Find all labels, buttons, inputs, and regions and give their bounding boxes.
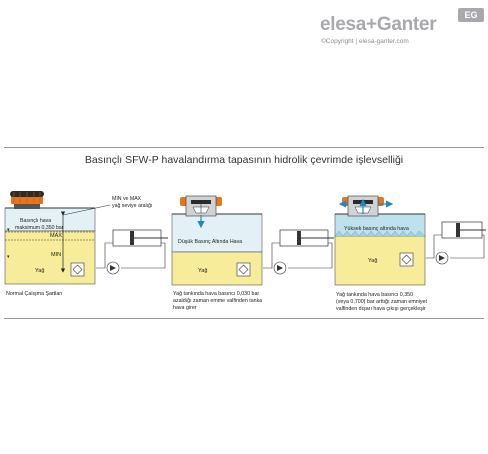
caption-high-1: Yağ tankında hava basıncı 0,350 <box>336 292 413 298</box>
eg-badge: EG <box>458 8 484 22</box>
page-title: Basınçlı SFW-P havalandırma tapasının hi… <box>84 154 404 166</box>
bottom-divider <box>4 318 484 319</box>
hydraulic-cylinder <box>263 229 334 275</box>
elesa-ganter-logo: elesa+Ganter <box>320 14 437 35</box>
range-label-1: MIN ve MAX <box>112 196 142 202</box>
range-label-2: yağ seviye aralığı <box>112 203 152 209</box>
tank-air-zone <box>171 213 263 253</box>
min-marker: ▾ <box>7 254 10 260</box>
max-label: MAX <box>50 233 62 239</box>
oil-label: Yağ <box>35 268 44 274</box>
breather-cap-section <box>180 195 222 217</box>
caption-high-2: (veya 0,700) bar arttığı zaman emniyet <box>336 299 428 305</box>
air-label-2: maksimum 0,350 bar <box>15 225 64 231</box>
caption-low-1: Yağ tankında hava basıncı 0,030 bar <box>173 291 259 297</box>
caption-low-2: azaldığı zaman emme valfinden tanka <box>173 298 262 304</box>
diagram-high-pressure: Yüksek basınç altında hava Yağ Yağ tankı… <box>334 195 486 312</box>
max-marker: ▾ <box>7 227 10 233</box>
brand-header: elesa+Ganter EG ©Copyright | elesa-gante… <box>320 8 484 50</box>
oil-label: Yağ <box>198 268 207 274</box>
top-divider <box>4 147 484 148</box>
breather-cap <box>10 191 44 209</box>
pressure-label: Yüksek basınç altında hava <box>344 226 409 232</box>
caption-low-3: hava girer <box>173 305 197 311</box>
pressure-label: Düşük Basınç Altında Hava <box>178 239 242 245</box>
hydraulic-cylinder <box>426 221 486 265</box>
air-label-1: Basınçlı hava <box>20 218 51 224</box>
diagram-normal: ▾ ▾ Basınçlı hava maksimum 0,350 bar MIN… <box>4 191 168 297</box>
caption-high-3: valfinden dışarı hava çıkışı gerçekleşir <box>336 306 426 312</box>
hydraulic-cylinder <box>96 229 168 275</box>
oil-filter-box <box>236 262 251 277</box>
min-label: MIN <box>51 252 61 258</box>
caption-normal: Normal Çalışma Şartları <box>6 291 63 297</box>
diagram-low-pressure: Düşük Basınç Altında Hava Yağ Yağ tankın… <box>171 195 334 311</box>
oil-filter-box <box>399 252 414 267</box>
oil-filter-box <box>70 262 85 277</box>
oil-label: Yağ <box>368 258 377 264</box>
copyright-text: ©Copyright | elesa-ganter.com <box>321 38 409 45</box>
